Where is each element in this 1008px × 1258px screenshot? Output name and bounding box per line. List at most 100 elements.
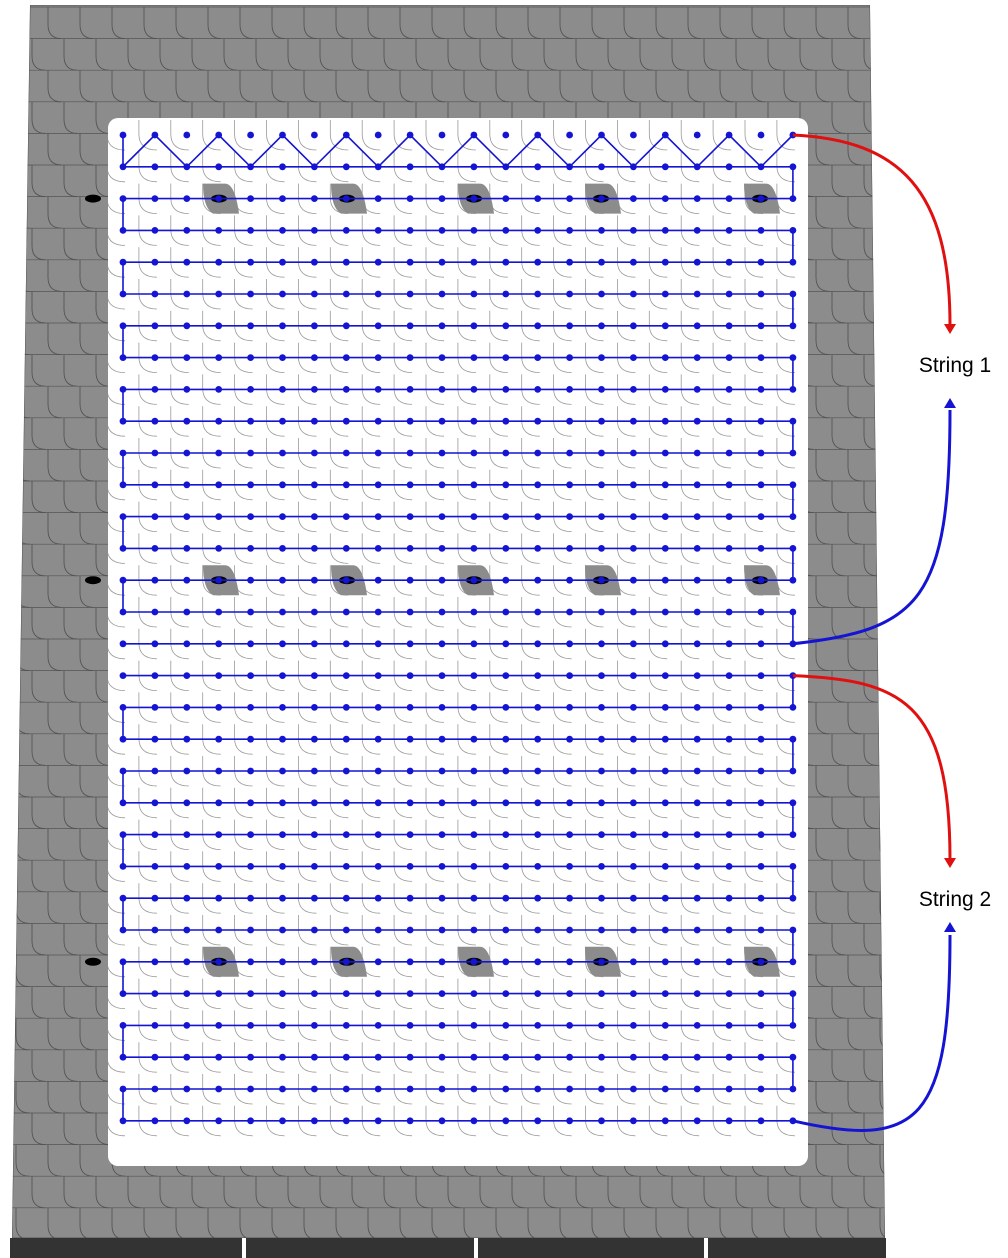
module-dot — [374, 799, 382, 807]
module-dot — [502, 704, 510, 711]
module-dot — [598, 1022, 605, 1029]
module-dot — [598, 481, 605, 489]
string-1-negative-lead — [792, 409, 952, 646]
module-dot — [215, 735, 223, 743]
module-dot — [406, 131, 414, 139]
module-dot — [725, 990, 733, 997]
module-field-slates — [108, 120, 808, 1137]
module-dot — [119, 735, 127, 743]
module-dot — [566, 863, 573, 870]
module-dot — [247, 258, 255, 266]
module-dot — [534, 545, 542, 552]
module-dot — [279, 1117, 286, 1125]
module-dot — [374, 1053, 382, 1061]
module-dot — [374, 354, 382, 361]
module-dot — [598, 735, 605, 743]
module-dot — [725, 926, 733, 934]
module-dot — [406, 990, 414, 997]
module-dot — [119, 513, 127, 520]
module-dot — [725, 386, 733, 393]
module-dot — [438, 417, 446, 425]
module-dot — [757, 576, 765, 584]
module-dot — [279, 322, 286, 330]
module-dot — [470, 1117, 478, 1125]
module-dot — [438, 354, 446, 361]
module-dot — [374, 894, 382, 902]
module-dot — [342, 735, 350, 743]
module-dot — [342, 608, 350, 616]
string-wiring — [119, 131, 797, 1125]
module-dot — [789, 863, 797, 870]
module-dot — [725, 322, 733, 330]
module-dot — [247, 608, 255, 616]
module-dot — [215, 195, 223, 203]
module-dot — [151, 990, 159, 997]
module-dot — [661, 1022, 669, 1029]
module-dot — [789, 481, 797, 489]
module-dot — [311, 672, 318, 679]
module-dot — [630, 131, 637, 139]
module-dot — [725, 195, 733, 203]
module-dot — [247, 576, 255, 584]
module-dot — [311, 894, 318, 902]
module-dot — [151, 481, 159, 489]
module-dot — [566, 672, 573, 679]
module-dot — [693, 767, 701, 775]
module-dot — [119, 417, 127, 425]
gutter-segment — [708, 1238, 886, 1258]
module-dot — [661, 258, 669, 266]
module-dot — [215, 863, 223, 870]
module-dot — [757, 258, 765, 266]
module-dot — [342, 449, 350, 457]
slate-row — [12, 38, 885, 71]
module-dot — [661, 767, 669, 775]
field-slate-row — [108, 533, 808, 564]
module-dot — [247, 481, 255, 489]
module-dot — [725, 449, 733, 457]
module-dot — [534, 131, 542, 139]
module-dot — [661, 1053, 669, 1061]
module-dot — [406, 1053, 414, 1061]
module-dot — [502, 576, 510, 584]
module-dot — [374, 1022, 382, 1029]
module-dot — [406, 608, 414, 616]
module-dot — [215, 576, 223, 584]
module-dot — [534, 704, 542, 711]
module-dot — [342, 386, 350, 393]
module-dot — [598, 926, 605, 934]
module-dot — [630, 767, 637, 775]
module-dot — [119, 799, 127, 807]
module-dot — [119, 576, 127, 584]
module-dot — [406, 1117, 414, 1125]
module-dot — [725, 227, 733, 234]
module-dot — [789, 545, 797, 552]
module-dot — [630, 322, 637, 330]
module-dot — [406, 958, 414, 966]
module-dot — [311, 863, 318, 870]
module-dot — [566, 481, 573, 489]
module-dot — [119, 481, 127, 489]
module-dot — [757, 163, 765, 171]
module-dot — [502, 735, 510, 743]
module-dot — [470, 863, 478, 870]
module-dot — [725, 958, 733, 966]
module-dot — [470, 704, 478, 711]
module-dot — [534, 354, 542, 361]
module-dot — [789, 704, 797, 711]
module-dot — [757, 386, 765, 393]
module-dot — [757, 354, 765, 361]
module-dot — [342, 354, 350, 361]
module-dot — [247, 513, 255, 520]
module-dot — [406, 767, 414, 775]
module-dot — [215, 608, 223, 616]
module-dot — [119, 926, 127, 934]
module-dot — [279, 831, 286, 838]
module-dot — [630, 958, 637, 966]
module-dot — [502, 1053, 510, 1061]
module-dot — [598, 386, 605, 393]
module-dot — [438, 640, 446, 648]
module-dot — [502, 958, 510, 966]
module-dot — [406, 227, 414, 234]
module-dot — [406, 386, 414, 393]
